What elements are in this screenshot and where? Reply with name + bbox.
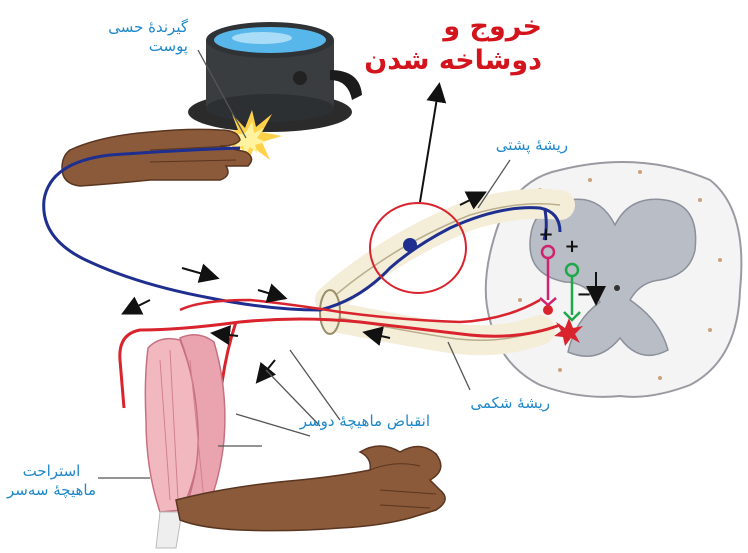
bifurcation-pointer-arrow [420, 92, 438, 202]
dorsal-root-text: ریشهٔ پشتی [496, 136, 568, 155]
pot-illustration [188, 22, 362, 132]
sensory-cell-body [403, 238, 417, 252]
exit-bifurcation-label: خروج و دوشاخه شدن [364, 10, 542, 78]
receptor-label: گیرندهٔ حسی پوست [108, 18, 188, 56]
biceps-contraction-text: انقباض ماهیچهٔ دوسر [300, 412, 430, 431]
receptor-label-line1: گیرندهٔ حسی [108, 18, 188, 37]
ventral-root-label: ریشهٔ شکمی [470, 394, 550, 413]
receptor-label-line2: پوست [108, 37, 188, 56]
excitatory-symbol-2: + [564, 236, 579, 257]
exit-label-line2: دوشاخه شدن [364, 44, 542, 78]
triceps-rest-line2: ماهیچهٔ سه‌سر [7, 481, 96, 500]
triceps-rest-label: استراحت ماهیچهٔ سه‌سر [7, 462, 96, 500]
excitatory-symbol: + [538, 224, 553, 245]
triceps-rest-line1: استراحت [7, 462, 96, 481]
inhibitory-symbol: − [576, 284, 591, 305]
ventral-root-text: ریشهٔ شکمی [470, 394, 550, 413]
dorsal-root-label: ریشهٔ پشتی [496, 136, 568, 155]
exit-label-line1: خروج و [364, 10, 542, 44]
biceps-contraction-label: انقباض ماهیچهٔ دوسر [300, 412, 430, 431]
